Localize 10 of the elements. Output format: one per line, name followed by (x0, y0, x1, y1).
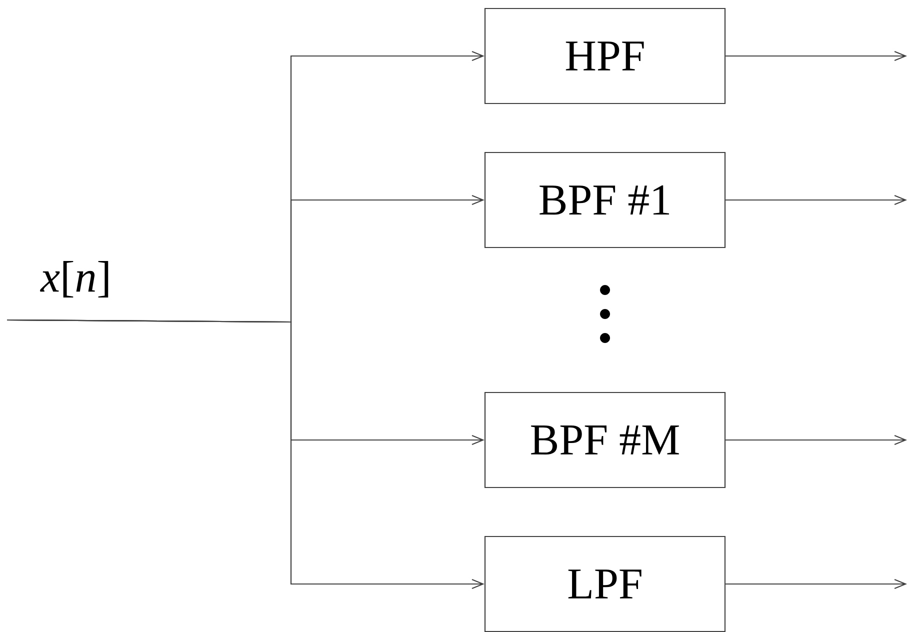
filter-box: HPF (484, 8, 726, 104)
arrow (726, 195, 908, 205)
arrow (7, 319, 484, 590)
arrow (726, 51, 908, 62)
signal-label: x[n] (40, 261, 108, 298)
arrow (726, 579, 908, 590)
filter-box: LPF (484, 536, 726, 632)
arrow (726, 435, 908, 446)
filter-box: BPF #1 (484, 152, 726, 248)
filter-box: BPF #M (484, 392, 726, 488)
